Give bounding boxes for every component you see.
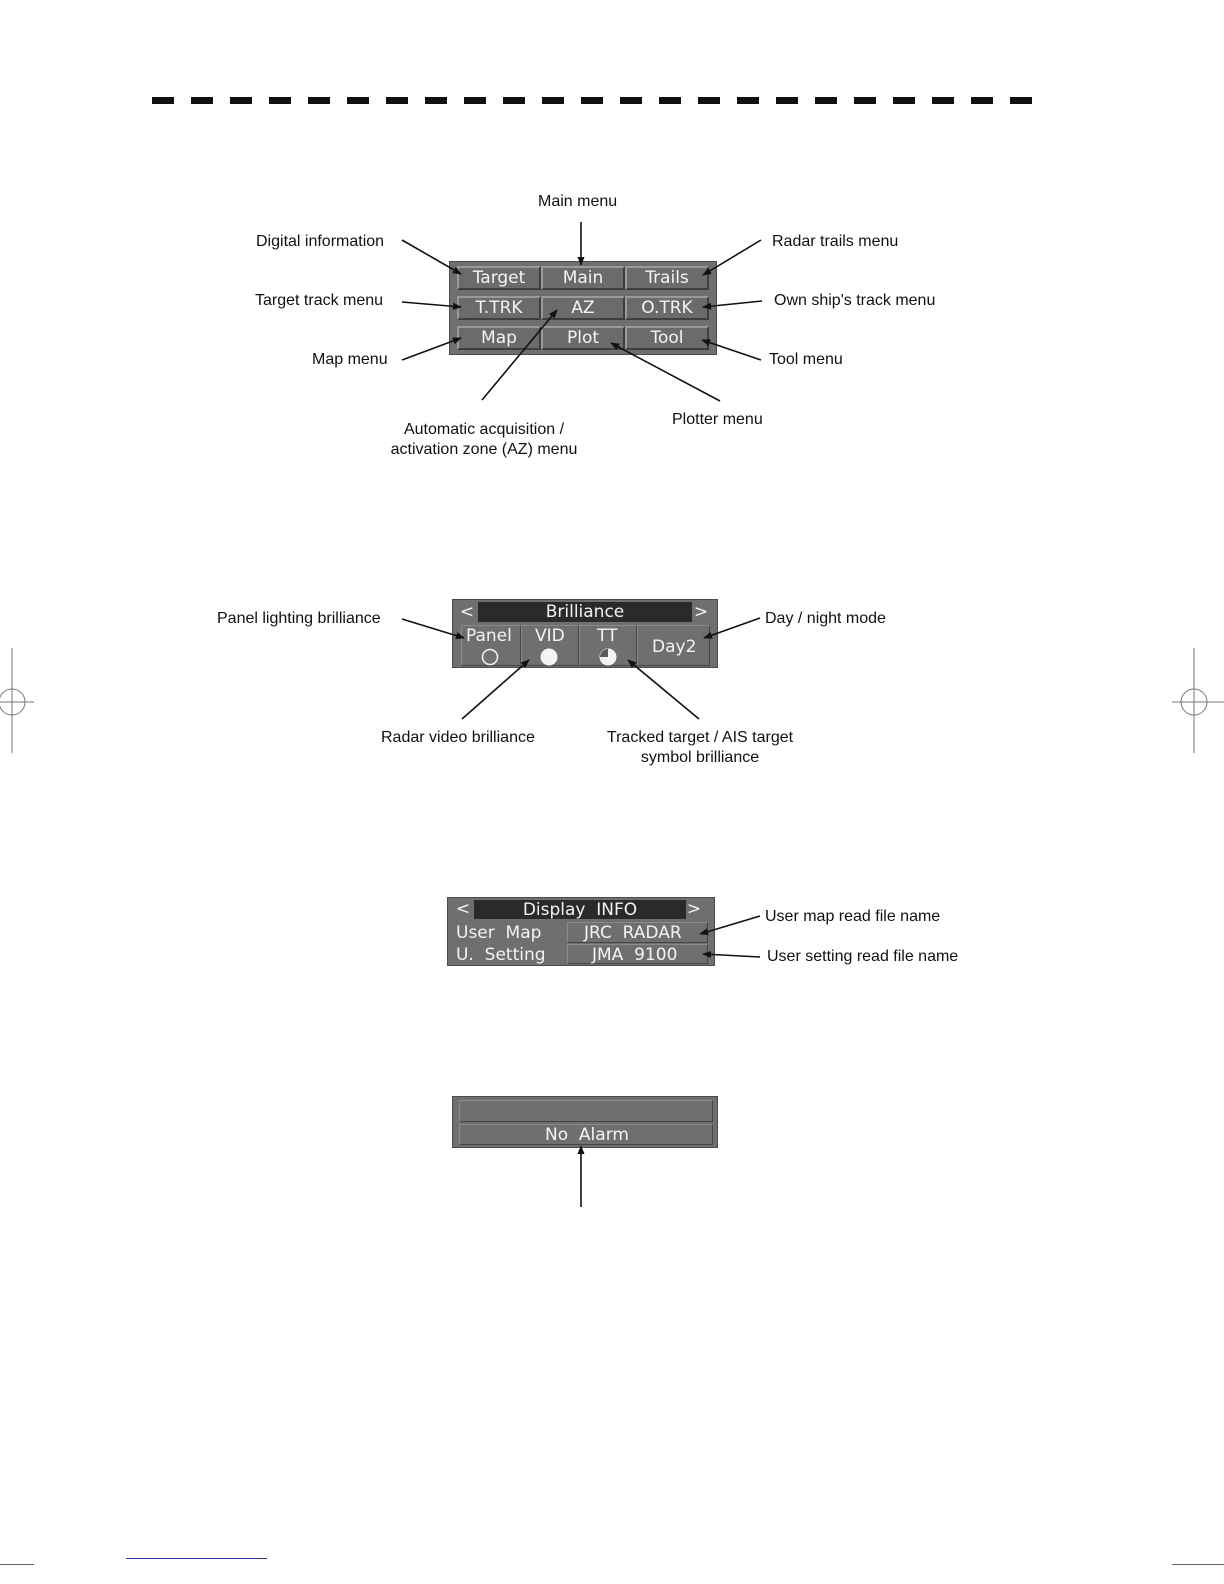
registration-mark-right-icon xyxy=(1172,648,1224,753)
callout-user-map-file: User map read file name xyxy=(765,908,941,925)
user-map-file-value: JRC RADAR xyxy=(584,923,682,943)
arrow-tt-brilliance xyxy=(627,659,700,720)
trails-menu-button[interactable]: Trails xyxy=(625,266,709,290)
display-info-prev-button[interactable]: < xyxy=(455,899,471,919)
registration-mark-left-icon xyxy=(0,648,34,753)
callout-target-track-menu: Target track menu xyxy=(255,292,384,309)
callout-main-menu: Main menu xyxy=(538,193,618,210)
callout-plotter-menu: Plotter menu xyxy=(672,411,763,428)
map-menu-button[interactable]: Map xyxy=(457,326,541,350)
user-map-label: User Map xyxy=(456,923,542,943)
callout-tool-menu: Tool menu xyxy=(769,351,843,368)
alarm-message-row xyxy=(459,1100,713,1122)
callout-panel-lighting-brilliance: Panel lighting brilliance xyxy=(217,610,381,627)
crop-mark-bottom-right xyxy=(1172,1564,1224,1565)
main-menu-button[interactable]: Main xyxy=(541,266,625,290)
tool-menu-button[interactable]: Tool xyxy=(625,326,709,350)
callout-user-setting-file: User setting read file name xyxy=(767,948,959,965)
vid-brilliance-label: VID xyxy=(535,626,565,646)
brilliance-prev-button[interactable]: < xyxy=(459,602,475,622)
callout-az-menu-line1: Automatic acquisition / xyxy=(403,421,565,438)
brilliance-title: Brilliance xyxy=(478,602,692,622)
alarm-status-row xyxy=(459,1124,713,1145)
callout-map-menu: Map menu xyxy=(312,351,388,368)
user-setting-file-value: JMA 9100 xyxy=(592,945,678,965)
day-night-mode-value: Day2 xyxy=(652,637,697,657)
user-setting-label: U. Setting xyxy=(456,945,546,965)
plot-menu-button[interactable]: Plot xyxy=(541,326,625,350)
callout-az-menu-line2: activation zone (AZ) menu xyxy=(390,441,578,458)
alarm-panel xyxy=(452,1096,718,1148)
vid-brilliance-cell[interactable] xyxy=(521,625,579,666)
target-track-button[interactable]: T.TRK xyxy=(457,296,541,320)
alarm-status-text: No Alarm xyxy=(545,1125,629,1145)
display-info-title: Display INFO xyxy=(474,900,686,920)
arrow-radar-video xyxy=(461,659,530,720)
target-menu-button[interactable]: Target xyxy=(457,266,541,290)
callout-radar-video-brilliance: Radar video brilliance xyxy=(381,729,535,746)
callout-own-ship-track-menu: Own ship's track menu xyxy=(774,292,936,309)
crop-mark-bottom-left xyxy=(0,1564,34,1565)
callout-tt-brilliance-line1: Tracked target / AIS target xyxy=(606,729,794,746)
tt-brilliance-label: TT xyxy=(597,626,618,646)
callout-radar-trails-menu: Radar trails menu xyxy=(772,233,899,250)
panel-brilliance-label: Panel xyxy=(466,626,512,646)
footer-link-underline xyxy=(126,1558,267,1559)
callout-tt-brilliance-line2: symbol brilliance xyxy=(640,749,760,766)
header-dashed-rule xyxy=(152,97,1038,104)
callout-day-night-mode: Day / night mode xyxy=(765,610,886,627)
display-info-next-button[interactable]: > xyxy=(686,899,702,919)
brilliance-next-button[interactable]: > xyxy=(693,602,709,622)
own-track-button[interactable]: O.TRK xyxy=(625,296,709,320)
callout-digital-information: Digital information xyxy=(256,233,385,250)
az-menu-button[interactable]: AZ xyxy=(541,296,625,320)
tt-brilliance-cell[interactable] xyxy=(579,625,637,666)
